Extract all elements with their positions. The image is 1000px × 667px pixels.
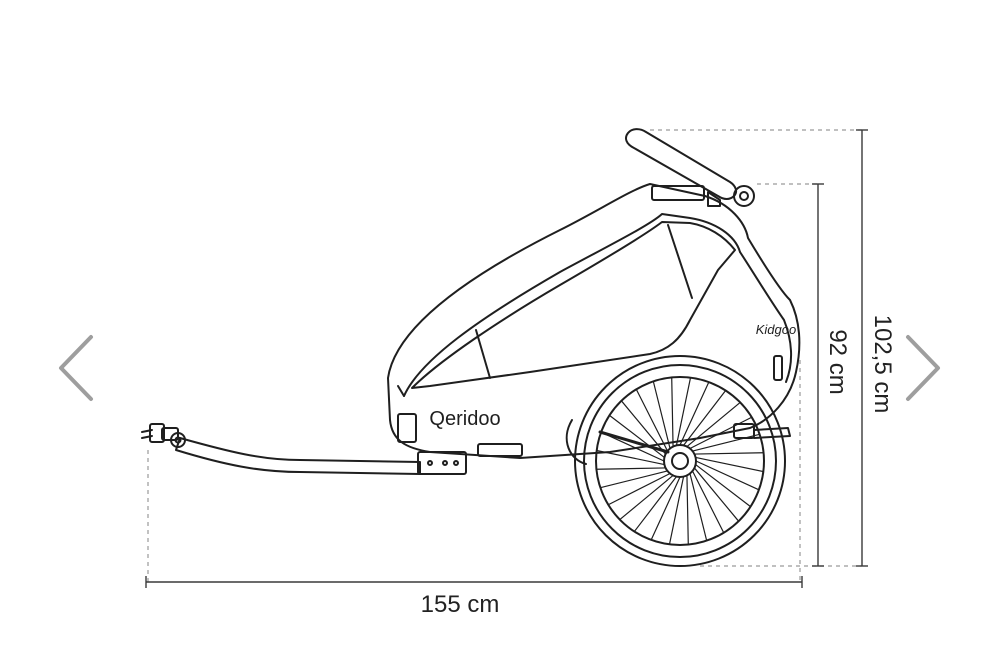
wheel-spoke (599, 470, 669, 489)
next-image-button[interactable] (900, 333, 944, 403)
brand-logo-text: Qeridoo (429, 408, 500, 430)
wheel (565, 355, 786, 567)
wheel-spoke (691, 470, 725, 534)
wheel-spoke (695, 460, 760, 491)
wheel-spokes (595, 376, 765, 546)
tow-bar (175, 437, 467, 475)
wheel-spoke (686, 474, 689, 546)
wheel-spoke (596, 449, 666, 466)
wheel-spoke (682, 389, 727, 447)
wheel-spoke (694, 463, 752, 508)
wheel-spoke (595, 467, 667, 470)
wheel-spoke (635, 388, 669, 452)
wheel-spoke (620, 400, 667, 455)
wheel-spoke (633, 475, 678, 533)
dimension-guides (147, 129, 862, 582)
length-label: 155 cm (421, 591, 500, 618)
wheel-spoke (668, 475, 685, 545)
trailer-drawing (141, 128, 801, 567)
wheel-spoke (671, 376, 674, 448)
wheel-spoke (693, 467, 740, 522)
model-logo-text: Kidgoo (756, 322, 796, 337)
wheel-spoke (652, 380, 671, 450)
wheel-spoke (619, 474, 674, 521)
hitch-coupling (141, 423, 186, 448)
dimension-lines (145, 129, 868, 588)
front-strap (397, 413, 523, 457)
wheel-spoke (600, 431, 665, 462)
wheel-spoke (689, 416, 753, 450)
wheel-spoke (675, 377, 692, 447)
rear-fittings (733, 355, 791, 439)
push-handle (625, 128, 755, 207)
wheel-spoke (689, 472, 708, 542)
wheel-spoke (650, 476, 681, 541)
wheel-spoke (693, 452, 765, 455)
height-label: 92 cm (824, 329, 851, 394)
side-window (411, 221, 736, 389)
wheel-spoke (607, 472, 671, 506)
previous-image-button[interactable] (55, 333, 99, 403)
wheel-spoke (679, 381, 710, 446)
wheel-spoke (686, 401, 741, 448)
total-height-label: 102,5 cm (869, 315, 896, 414)
chevron-right-icon (906, 335, 940, 401)
rear-canopy (739, 251, 793, 383)
wheel-spoke (694, 456, 764, 473)
wheel-spoke (608, 414, 666, 459)
chevron-left-icon (59, 335, 93, 401)
trailer-body (387, 183, 801, 459)
